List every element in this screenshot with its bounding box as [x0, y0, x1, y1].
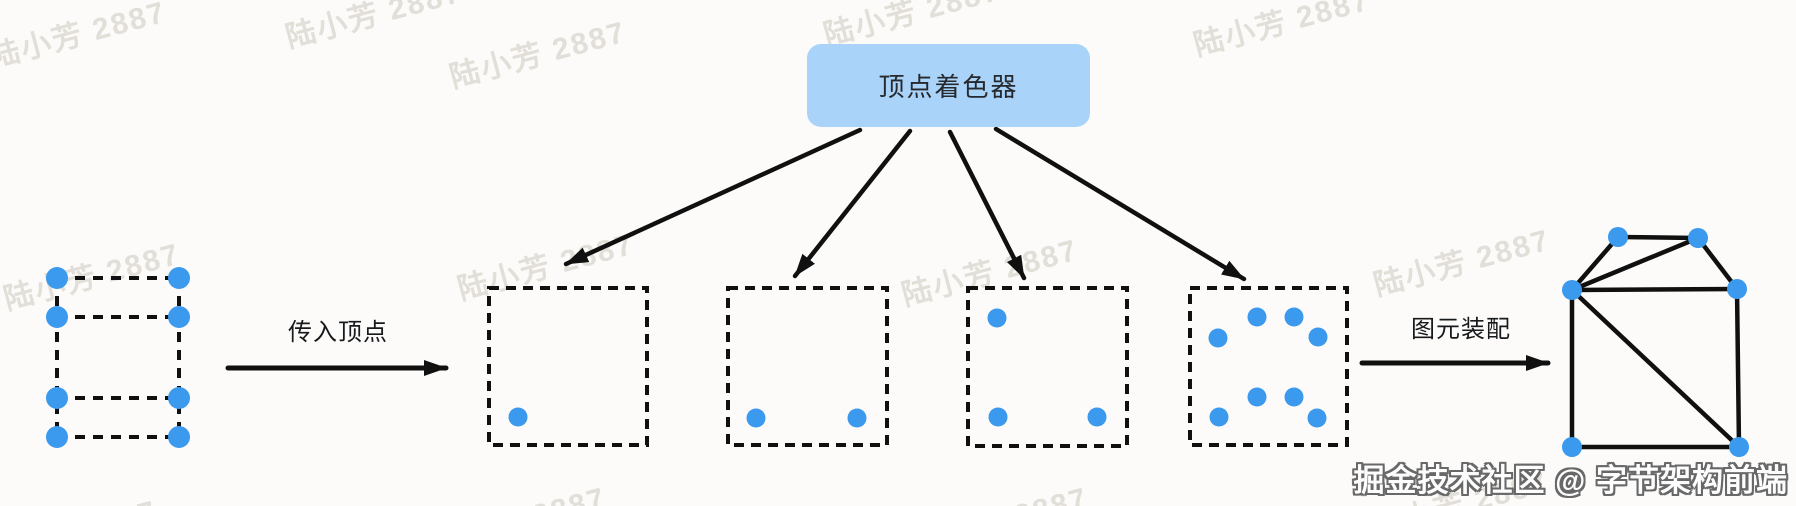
vertex-dot [46, 387, 68, 409]
graph-edge [1569, 287, 1742, 450]
graph-vertex-dot [1562, 280, 1582, 300]
graph-edge [1615, 234, 1701, 241]
graph-edge [1695, 235, 1740, 292]
graph-vertex-dot [1608, 227, 1628, 247]
graph-edge [1734, 286, 1742, 450]
graph-vertex-dot [1727, 279, 1747, 299]
input-vertices-label: 传入顶点 [288, 319, 388, 346]
stage-vertex-dot [1208, 328, 1228, 348]
stage-vertex-dot [1284, 307, 1304, 327]
footer-credit: 掘金技术社区 @ 字节架构前端 [1353, 463, 1788, 498]
shader-fan-arrow [947, 129, 1027, 281]
graph-vertex-dot [1562, 437, 1582, 457]
stage-vertex-dot [1284, 387, 1304, 407]
vertex-dot [46, 267, 68, 289]
vertex-dot [46, 426, 68, 448]
stage-vertex-dot [1247, 387, 1267, 407]
stage-vertex-dot [988, 407, 1008, 427]
shader-fan-arrow [563, 127, 863, 267]
graph-edge [1569, 235, 1701, 293]
stage-vertex-dot [1087, 407, 1107, 427]
vertex-dot [168, 426, 190, 448]
stage-vertex-dot [847, 408, 867, 428]
stage-vertex-dot [1307, 408, 1327, 428]
shader-fan-arrow [792, 128, 913, 279]
stage-vertex-dot [746, 408, 766, 428]
vertex-dot [168, 306, 190, 328]
stage-vertex-dot [987, 308, 1007, 328]
graph-vertex-dot [1729, 437, 1749, 457]
graph-edge [1569, 234, 1621, 293]
stage-vertex-dot [1247, 307, 1267, 327]
shader-fan-arrow [993, 126, 1247, 282]
primitive-assembly-label: 图元装配 [1411, 316, 1511, 343]
vertex-shader-box: 顶点着色器 [807, 44, 1090, 127]
vertex-dot [168, 387, 190, 409]
vertex-dot [168, 267, 190, 289]
stage-vertex-dot [508, 407, 528, 427]
stage-dashed-box [726, 286, 889, 447]
stage-dashed-box [487, 286, 649, 447]
stage-vertex-dot [1308, 327, 1328, 347]
graph-edge [1569, 286, 1740, 293]
stage-dashed-box [1188, 286, 1349, 447]
stage-dashed-box [966, 286, 1129, 448]
vertex-shader-label: 顶点着色器 [878, 72, 1019, 102]
stage-vertex-dot [1209, 407, 1229, 427]
graph-vertex-dot [1688, 228, 1708, 248]
vertex-dot [46, 306, 68, 328]
